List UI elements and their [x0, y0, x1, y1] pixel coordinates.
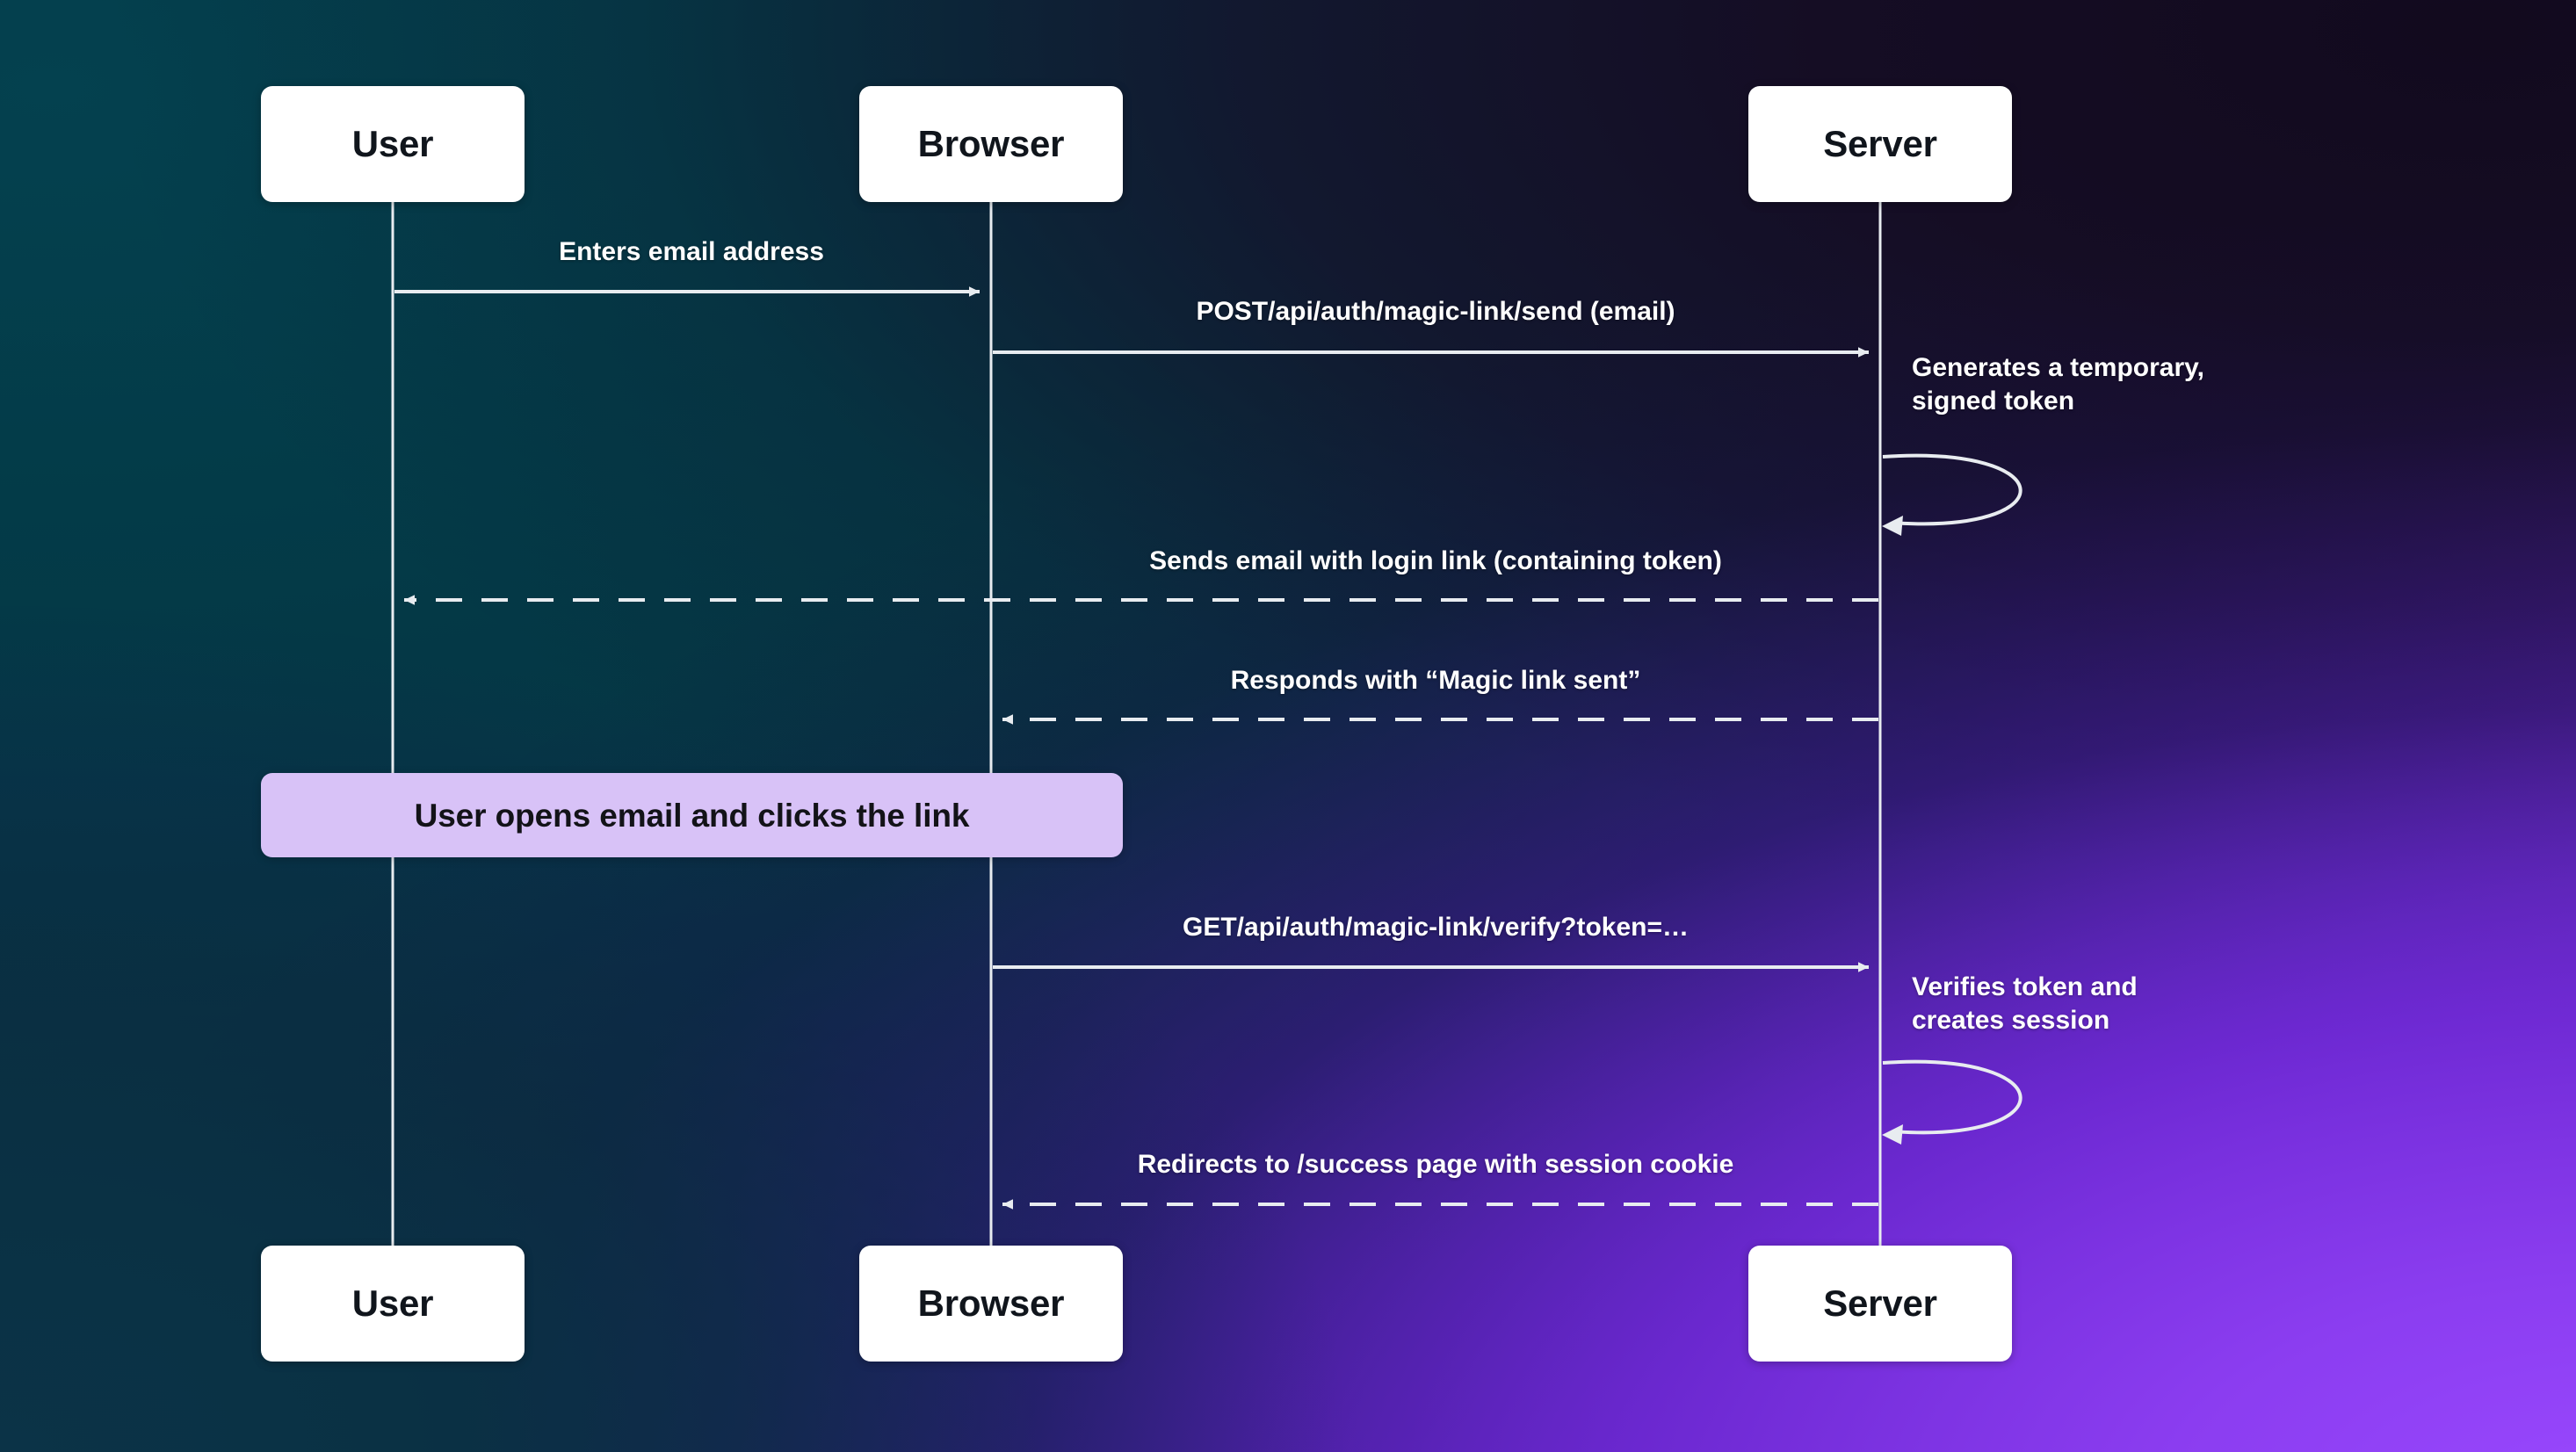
participant-label-browser: Browser [917, 123, 1065, 164]
participant-box-browser-bottom[interactable]: Browser [859, 1246, 1123, 1362]
message-label-m4: Responds with “Magic link sent” [1230, 666, 1641, 695]
participant-box-server-bottom[interactable]: Server [1748, 1246, 2012, 1362]
self-message-label-s2: Verifies token and creates session [1912, 972, 2138, 1035]
participant-box-user-top[interactable]: User [261, 86, 525, 202]
participant-label-user: User [351, 1282, 434, 1324]
message-label-m2: POST/api/auth/magic-link/send (email) [1196, 297, 1675, 326]
self-message-arrowhead-s2 [1882, 1124, 1903, 1145]
participant-label-server: Server [1823, 123, 1937, 164]
participant-box-server-top[interactable]: Server [1748, 86, 2012, 202]
message-label-m6: Redirects to /success page with session … [1137, 1150, 1734, 1179]
message-label-m5: GET/api/auth/magic-link/verify?token=… [1183, 913, 1689, 942]
self-message-loop-s2 [1882, 1059, 2022, 1135]
participant-label-user: User [351, 123, 434, 164]
note-label-n1: User opens email and clicks the link [414, 797, 970, 834]
message-label-m3: Sends email with login link (containing … [1149, 546, 1722, 575]
message-label-m1: Enters email address [559, 237, 824, 266]
participant-label-browser: Browser [917, 1282, 1065, 1324]
self-message-label-s1: Generates a temporary, signed token [1912, 353, 2204, 415]
participant-box-user-bottom[interactable]: User [261, 1246, 525, 1362]
self-message-loop-s1 [1882, 453, 2022, 526]
self-message-arrowhead-s1 [1882, 516, 1903, 536]
lifelines-group [391, 202, 1882, 1246]
self-message-loops-group [1882, 453, 2022, 1145]
participant-box-browser-top[interactable]: Browser [859, 86, 1123, 202]
note-box-n1[interactable]: User opens email and clicks the link [261, 773, 1123, 857]
participant-label-server: Server [1823, 1282, 1937, 1324]
message-arrows-group [394, 286, 1878, 1210]
gradient-background-bottom-left [0, 552, 1494, 1452]
